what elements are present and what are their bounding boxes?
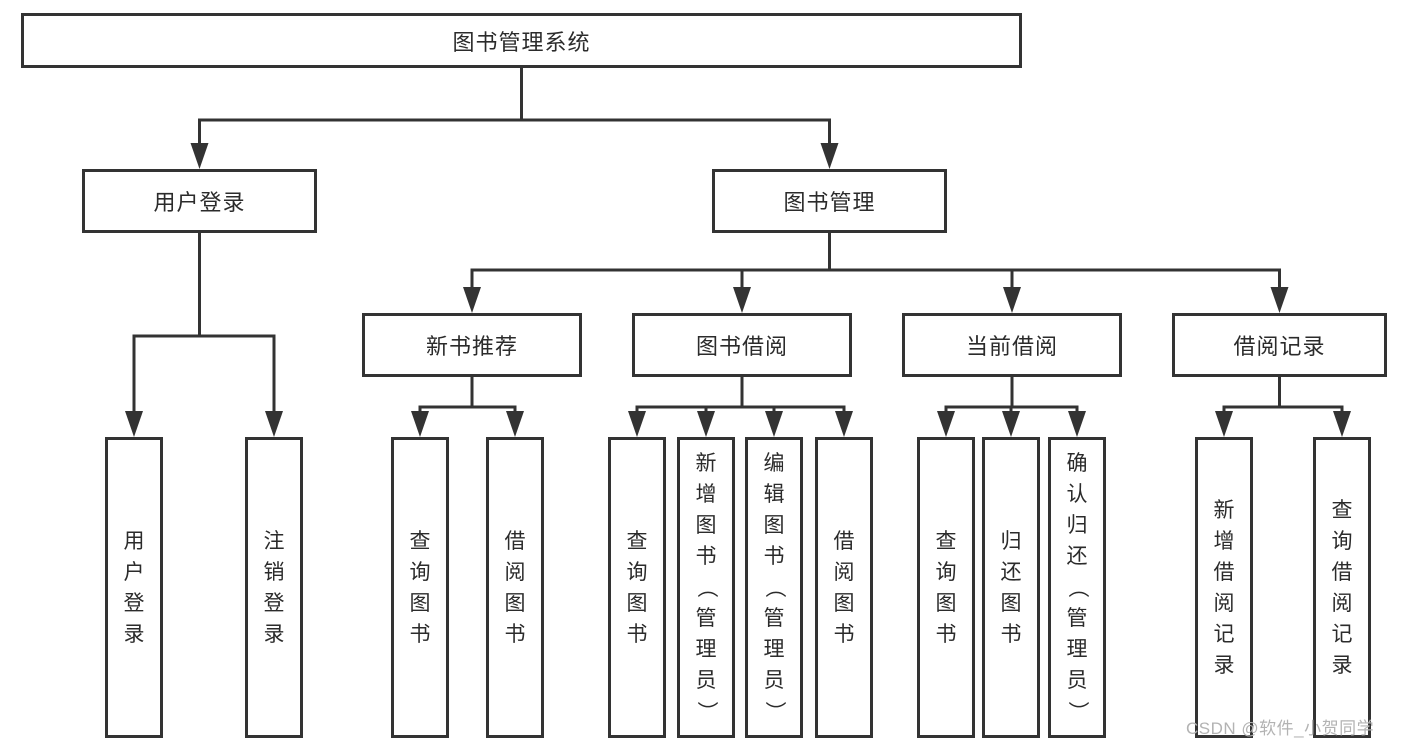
node-user-login: 用户登录 [82,169,317,233]
node-root-label: 图书管理系统 [452,29,591,55]
node-cb-query: 查询图书 [917,437,975,738]
node-current-borrow-label: 当前借阅 [965,334,1058,359]
node-nb-query: 查询图书 [391,437,449,738]
node-user-login-label: 用户登录 [153,190,246,215]
node-book-mgmt-label: 图书管理 [783,190,876,215]
node-bh-query: 查询借阅记录 [1313,437,1371,738]
node-bb-borrow: 借阅图书 [815,437,873,738]
node-bb-query: 查询图书 [608,437,666,738]
node-borrow-history-label: 借阅记录 [1233,334,1326,359]
node-bb-query-label: 查询图书 [626,529,648,646]
node-cb-query-label: 查询图书 [935,529,957,646]
node-book-mgmt: 图书管理 [712,169,947,233]
node-logout-leaf: 注销登录 [245,437,303,738]
node-cb-confirm: 确认归还（管理员） [1048,437,1106,738]
node-bb-add: 新增图书（管理员） [677,437,735,738]
node-bb-borrow-label: 借阅图书 [833,529,855,646]
node-nb-borrow-label: 借阅图书 [504,529,526,646]
node-book-borrow: 图书借阅 [632,313,852,377]
node-login-leaf: 用户登录 [105,437,163,738]
node-bb-edit: 编辑图书（管理员） [745,437,803,738]
node-book-borrow-label: 图书借阅 [695,334,788,359]
node-nb-borrow: 借阅图书 [486,437,544,738]
node-new-book-rec-label: 新书推荐 [425,334,518,359]
node-cb-confirm-label: 确认归还（管理员） [1065,452,1089,722]
node-nb-query-label: 查询图书 [409,529,431,646]
node-bb-edit-label: 编辑图书（管理员） [762,452,786,722]
node-bh-query-label: 查询借阅记录 [1331,498,1353,677]
node-cb-return: 归还图书 [982,437,1040,738]
node-cb-return-label: 归还图书 [1000,529,1022,646]
watermark: CSDN @软件_小贺同学 [1186,719,1375,738]
node-new-book-rec: 新书推荐 [362,313,582,377]
node-bh-add: 新增借阅记录 [1195,437,1253,738]
node-current-borrow: 当前借阅 [902,313,1122,377]
node-logout-leaf-label: 注销登录 [263,529,285,646]
node-borrow-history: 借阅记录 [1172,313,1387,377]
node-bb-add-label: 新增图书（管理员） [694,452,718,722]
node-bh-add-label: 新增借阅记录 [1213,498,1235,677]
node-login-leaf-label: 用户登录 [123,529,145,646]
node-root: 图书管理系统 [21,13,1022,68]
